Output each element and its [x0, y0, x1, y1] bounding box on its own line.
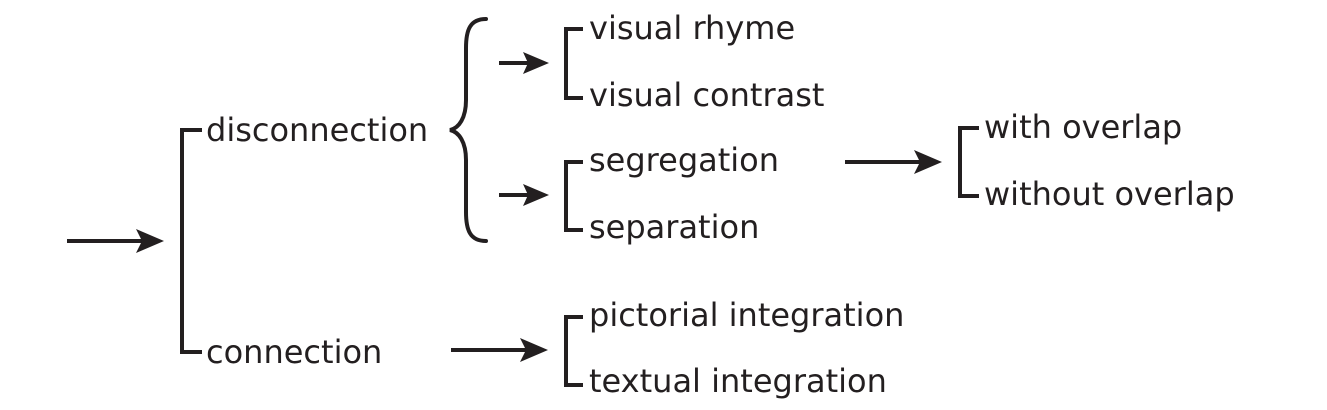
label-without-overlap: without overlap [984, 175, 1235, 213]
label-connection: connection [206, 333, 382, 371]
label-disconnection: disconnection [206, 111, 428, 149]
label-segregation: segregation [589, 141, 779, 179]
overlap-bracket [958, 126, 979, 198]
arrow-to-visual-bracket [499, 52, 549, 74]
label-visual-contrast: visual contrast [589, 76, 824, 114]
integration-bracket [564, 315, 583, 387]
arrow-to-spacing-bracket [499, 184, 549, 206]
main-bracket [180, 128, 202, 354]
label-separation: separation [589, 208, 759, 246]
arrow-to-integration-bracket [451, 338, 548, 362]
visual-bracket [564, 27, 583, 100]
label-with-overlap: with overlap [984, 108, 1182, 146]
spacing-bracket [564, 160, 583, 232]
label-visual-rhyme: visual rhyme [589, 9, 795, 47]
label-pictorial-integration: pictorial integration [589, 296, 904, 334]
arrow-to-overlap-bracket [845, 150, 942, 174]
entry-arrow [67, 229, 164, 253]
disconnection-curly-brace [449, 17, 488, 243]
label-textual-integration: textual integration [589, 362, 887, 400]
